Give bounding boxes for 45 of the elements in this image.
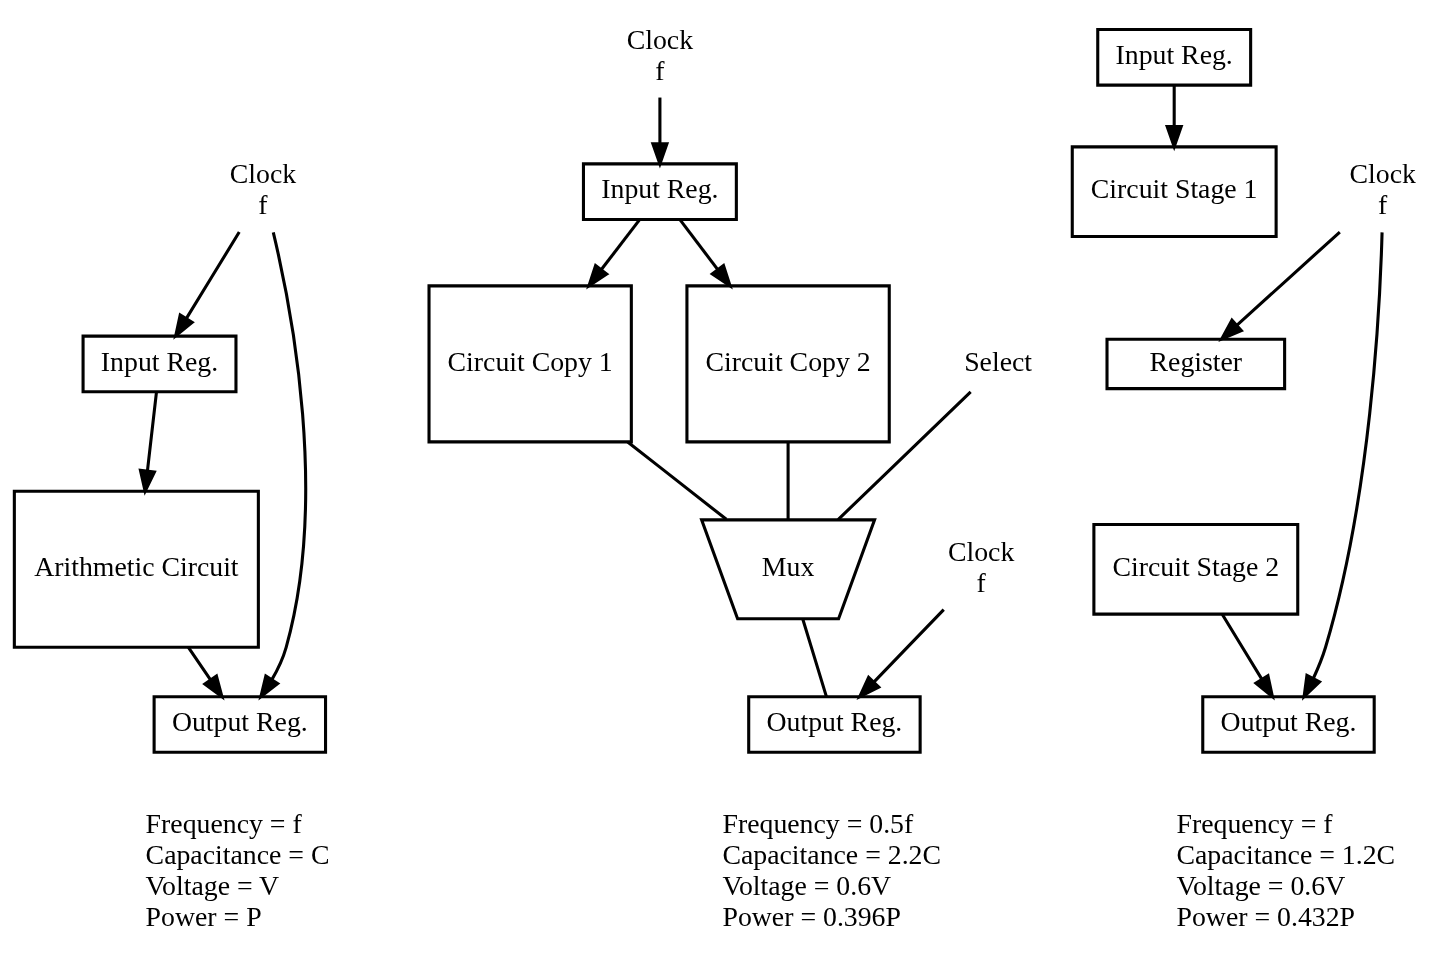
label: Capacitance = 2.2C: [722, 838, 941, 870]
label: Power = P: [145, 900, 262, 932]
node-text: Clock f: [626, 23, 694, 86]
label: Voltage = 0.6V: [722, 869, 892, 901]
connector: [786, 441, 790, 519]
arrow: [187, 646, 225, 701]
node-box: Circuit Stage 2: [1092, 522, 1300, 616]
arrow: [1302, 231, 1384, 701]
arrow: [678, 218, 733, 289]
node-box: Input Reg.: [581, 161, 738, 221]
arrow: [856, 608, 945, 700]
arrow: [1218, 230, 1341, 342]
label: Voltage = 0.6V: [1176, 869, 1346, 901]
connector: [626, 440, 728, 521]
node-text: Clock f: [1349, 157, 1416, 220]
arrow: [258, 231, 308, 701]
node-box: Arithmetic Circuit: [12, 489, 260, 649]
node-box: Output Reg.: [1201, 694, 1376, 754]
arrow: [586, 218, 641, 289]
label: Frequency = 0.5f: [722, 807, 914, 839]
node-box: Output Reg.: [152, 694, 328, 754]
connector: [801, 618, 828, 697]
node-text: Clock f: [947, 535, 1015, 598]
label: Power = 0.432P: [1176, 900, 1356, 932]
label: Frequency = f: [145, 807, 302, 839]
label: Capacitance = C: [145, 838, 330, 870]
connector: [837, 390, 972, 521]
node-box: Circuit Stage 1: [1070, 144, 1278, 238]
arrow: [1165, 84, 1184, 151]
node-text: Clock f: [229, 157, 297, 220]
label: Power = 0.396P: [722, 900, 901, 932]
arrow: [173, 230, 241, 340]
label: Voltage = V: [145, 869, 280, 901]
arrow: [1221, 613, 1275, 701]
node-box: Circuit Copy 2: [685, 283, 891, 443]
arrow: [650, 97, 670, 168]
arrow: [138, 391, 159, 496]
node-box: Output Reg.: [747, 694, 922, 754]
node-text: Select: [964, 345, 1033, 377]
node-box: Input Reg.: [1096, 27, 1253, 87]
node-box: Circuit Copy 1: [427, 283, 633, 443]
label: Frequency = f: [1176, 807, 1333, 839]
label: Capacitance = 1.2C: [1176, 838, 1396, 870]
node-box: Input Reg.: [81, 334, 238, 393]
node-box: Register: [1105, 337, 1287, 390]
